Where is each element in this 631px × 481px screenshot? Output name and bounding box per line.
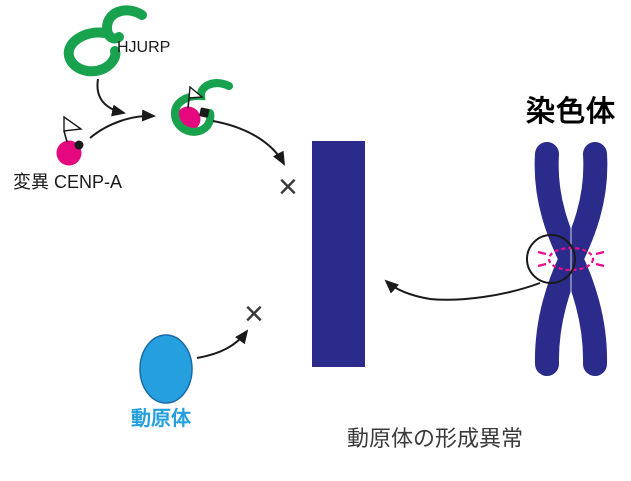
- failure-cross-icon: ×: [244, 295, 264, 333]
- chromosome-x-icon: [534, 142, 608, 376]
- complex-mutation-dot-icon: [199, 107, 210, 118]
- chromatin-block: [312, 141, 365, 367]
- arrow-kinetochore-to-chromatin: [196, 329, 249, 359]
- arrow-chromosome-to-chromatin: [384, 279, 541, 301]
- complex-mutation-flag-icon: [188, 85, 204, 99]
- kinetochore-ellipse-icon: [139, 334, 193, 404]
- kinetochore-label: 動原体: [131, 408, 191, 430]
- failure-cross-icon: ×: [278, 168, 298, 206]
- magnifier-circle-icon: [526, 234, 576, 284]
- hjurp-squiggle-icon: [63, 5, 147, 77]
- mutant-cenpa-label: 変異 CENP-A: [13, 172, 123, 192]
- cenpa-hjurp-complex-icon: [171, 79, 233, 136]
- caption-kinetochore-formation-defect: 動原体の形成異常: [347, 426, 524, 451]
- hjurp-label: HJURP: [117, 39, 171, 56]
- chromosome-label: 染色体: [526, 96, 617, 128]
- arrow-complex-to-chromatin: [212, 120, 285, 166]
- mutation-dot-icon: [74, 140, 84, 150]
- arrow-hjurp-to-complex: [96, 78, 126, 117]
- complex-flag-pole: [187, 97, 190, 109]
- complex-hjurp-hook-icon: [171, 79, 233, 136]
- arrow-cenpa-to-complex: [89, 109, 156, 139]
- flag-pole: [63, 130, 68, 143]
- centromere-marks-icon: [537, 246, 605, 272]
- mutant-cenpa-icon: [56, 115, 84, 166]
- mutation-flag-icon: [63, 115, 83, 132]
